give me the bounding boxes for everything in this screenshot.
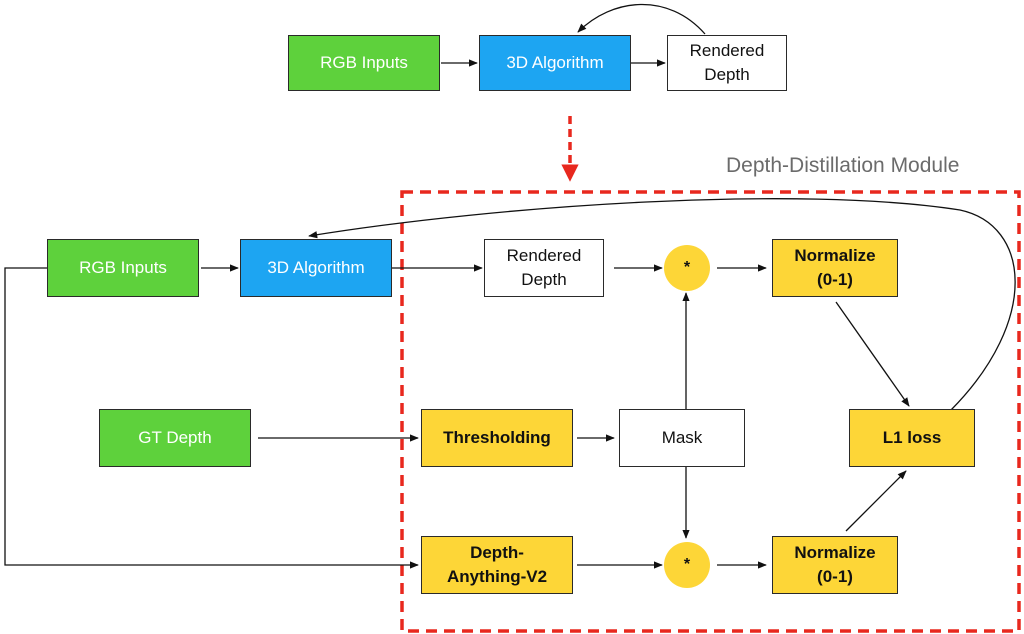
edge-top-feedback-arc xyxy=(577,3,706,35)
top-rgb-inputs-box: RGB Inputs xyxy=(288,35,440,91)
edge-normalize-top-to-l1 xyxy=(835,301,910,407)
multiply-bottom-node: * xyxy=(664,542,710,588)
3d-algorithm-box: 3D Algorithm xyxy=(240,239,392,297)
edge-l1-feedback-loop xyxy=(308,198,1016,411)
gt-depth-box: GT Depth xyxy=(99,409,251,467)
l1-loss-box: L1 loss xyxy=(849,409,975,467)
rgb-inputs-box: RGB Inputs xyxy=(47,239,199,297)
rendered-depth-box: Rendered Depth xyxy=(484,239,604,297)
edge-rgb-to-depth-anything xyxy=(4,267,419,569)
thresholding-box: Thresholding xyxy=(421,409,573,467)
module-border xyxy=(400,190,1021,633)
depth-anything-v2-box: Depth- Anything-V2 xyxy=(421,536,573,594)
normalize-bottom-box: Normalize (0-1) xyxy=(772,536,898,594)
multiply-top-node: * xyxy=(664,245,710,291)
top-3d-algorithm-box: 3D Algorithm xyxy=(479,35,631,91)
edge-normalize-bottom-to-l1 xyxy=(845,470,907,532)
normalize-top-box: Normalize (0-1) xyxy=(772,239,898,297)
mask-box: Mask xyxy=(619,409,745,467)
module-title: Depth-Distillation Module xyxy=(726,154,960,177)
top-rendered-depth-box: Rendered Depth xyxy=(667,35,787,91)
